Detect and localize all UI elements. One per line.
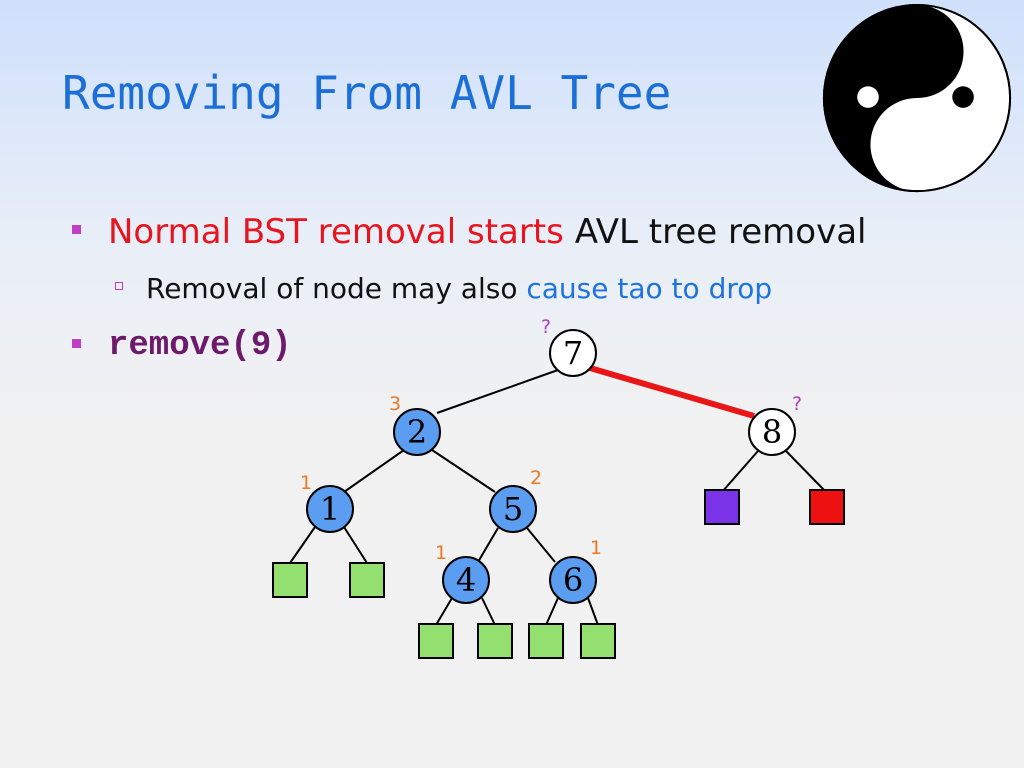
edge-1-leafL — [289, 526, 316, 564]
tree-node-2: 2 3 — [389, 393, 441, 456]
leaf-node-red — [809, 489, 845, 525]
edge-2-1 — [343, 449, 405, 493]
edge-1-leafR — [343, 526, 368, 564]
sub-bullet-black-text: Removal of node may also — [146, 272, 527, 305]
yin-yang-logo — [822, 3, 1012, 193]
edge-4-leafL — [435, 597, 453, 626]
edge-6-leafR — [587, 597, 599, 626]
height-label: ? — [541, 316, 551, 338]
height-label: 1 — [590, 537, 602, 559]
slide-title: Removing From AVL Tree — [62, 66, 672, 120]
tree-node-8: 8 ? — [748, 393, 802, 456]
node-label: 7 — [563, 334, 583, 372]
height-label: ? — [792, 393, 802, 415]
edge-4-leafR — [481, 597, 496, 626]
height-label: 3 — [389, 393, 401, 415]
bullet-marker-icon — [72, 339, 81, 348]
height-label: 2 — [530, 467, 542, 489]
leaf-node — [349, 562, 385, 598]
bullet-bst-removal-red-text: Normal BST removal starts — [108, 212, 564, 252]
tree-node-1: 1 1 — [300, 472, 354, 533]
leaf-node-purple — [704, 489, 740, 525]
node-label: 6 — [563, 561, 583, 599]
tree-node-4: 4 1 — [435, 542, 490, 604]
leaf-node — [477, 623, 513, 659]
height-label: 1 — [435, 542, 447, 564]
tree-node-5: 5 2 — [489, 467, 542, 533]
node-label: 5 — [503, 490, 523, 528]
edge-7-8-highlight — [589, 365, 755, 419]
edge-6-leafL — [545, 597, 559, 626]
sub-bullet-marker-icon — [115, 282, 123, 290]
edge-5-6 — [526, 527, 556, 563]
bullet-bst-removal-black-text: AVL tree removal — [563, 212, 867, 252]
sub-bullet-tao-drop: Removal of node may also cause tao to dr… — [146, 270, 772, 308]
sub-bullet-blue-text: cause tao to drop — [526, 272, 773, 305]
tree-node-6: 6 1 — [549, 537, 602, 604]
height-label: 1 — [300, 472, 312, 494]
leaf-node — [272, 562, 308, 598]
edge-2-5 — [431, 449, 496, 493]
leaf-node — [580, 623, 616, 659]
edge-8-leafR — [785, 450, 827, 493]
bullet-bst-removal: Normal BST removal starts AVL tree remov… — [108, 210, 867, 254]
bullet-marker-icon — [72, 225, 81, 234]
edge-8-leafL — [721, 450, 759, 493]
node-label: 2 — [407, 413, 427, 451]
edge-5-4 — [477, 527, 499, 563]
leaf-node — [528, 623, 564, 659]
bullet-remove-call: remove(9) — [108, 327, 292, 365]
node-label: 8 — [762, 413, 782, 451]
leaf-node — [418, 623, 454, 659]
node-label: 1 — [320, 490, 340, 528]
tree-node-7: 7 ? — [541, 316, 597, 377]
edge-7-2 — [436, 369, 559, 414]
node-label: 4 — [456, 561, 476, 599]
